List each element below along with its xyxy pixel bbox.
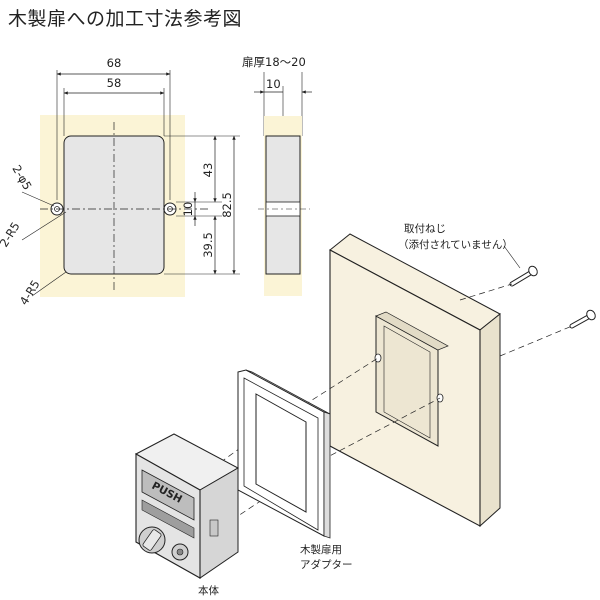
body-label: 本体 (198, 584, 219, 597)
dim-total: 82.5 (220, 192, 234, 218)
dim-r-top-label: 2-R5 (0, 219, 23, 249)
dim-width-outer: 68 (107, 56, 122, 70)
screw-label-line1: 取付ねじ (404, 222, 446, 235)
screw-label-line2: （添付されていません） (398, 238, 513, 251)
front-view: 68 58 43 10 39.5 82.5 2-φ5 2-R5 4-R5 (0, 56, 240, 308)
dim-r-bottom-label: 4-R5 (17, 277, 43, 307)
dim-upper: 43 (201, 163, 215, 178)
dim-hole-label: 2-φ5 (9, 163, 34, 193)
lock-body: PUSH (134, 433, 240, 579)
adapter-label-line2: アダプター (300, 558, 353, 571)
dim-depth: 10 (266, 77, 281, 91)
dim-lower: 39.5 (201, 232, 215, 258)
side-view: 扉厚18～20 10 (242, 55, 312, 296)
dim-width-inner: 58 (107, 76, 122, 90)
door-panel (329, 233, 501, 528)
adapter-opening (255, 393, 307, 513)
dim-gap: 10 (181, 202, 195, 217)
door-thickness-label: 扉厚18～20 (242, 55, 306, 69)
screw-2 (569, 309, 596, 329)
screw-1 (509, 265, 538, 287)
wooden-door-adapter (237, 369, 331, 539)
adapter-label-line1: 木製扉用 (300, 543, 342, 556)
page-title: 木製扉への加工寸法参考図 (8, 8, 243, 30)
